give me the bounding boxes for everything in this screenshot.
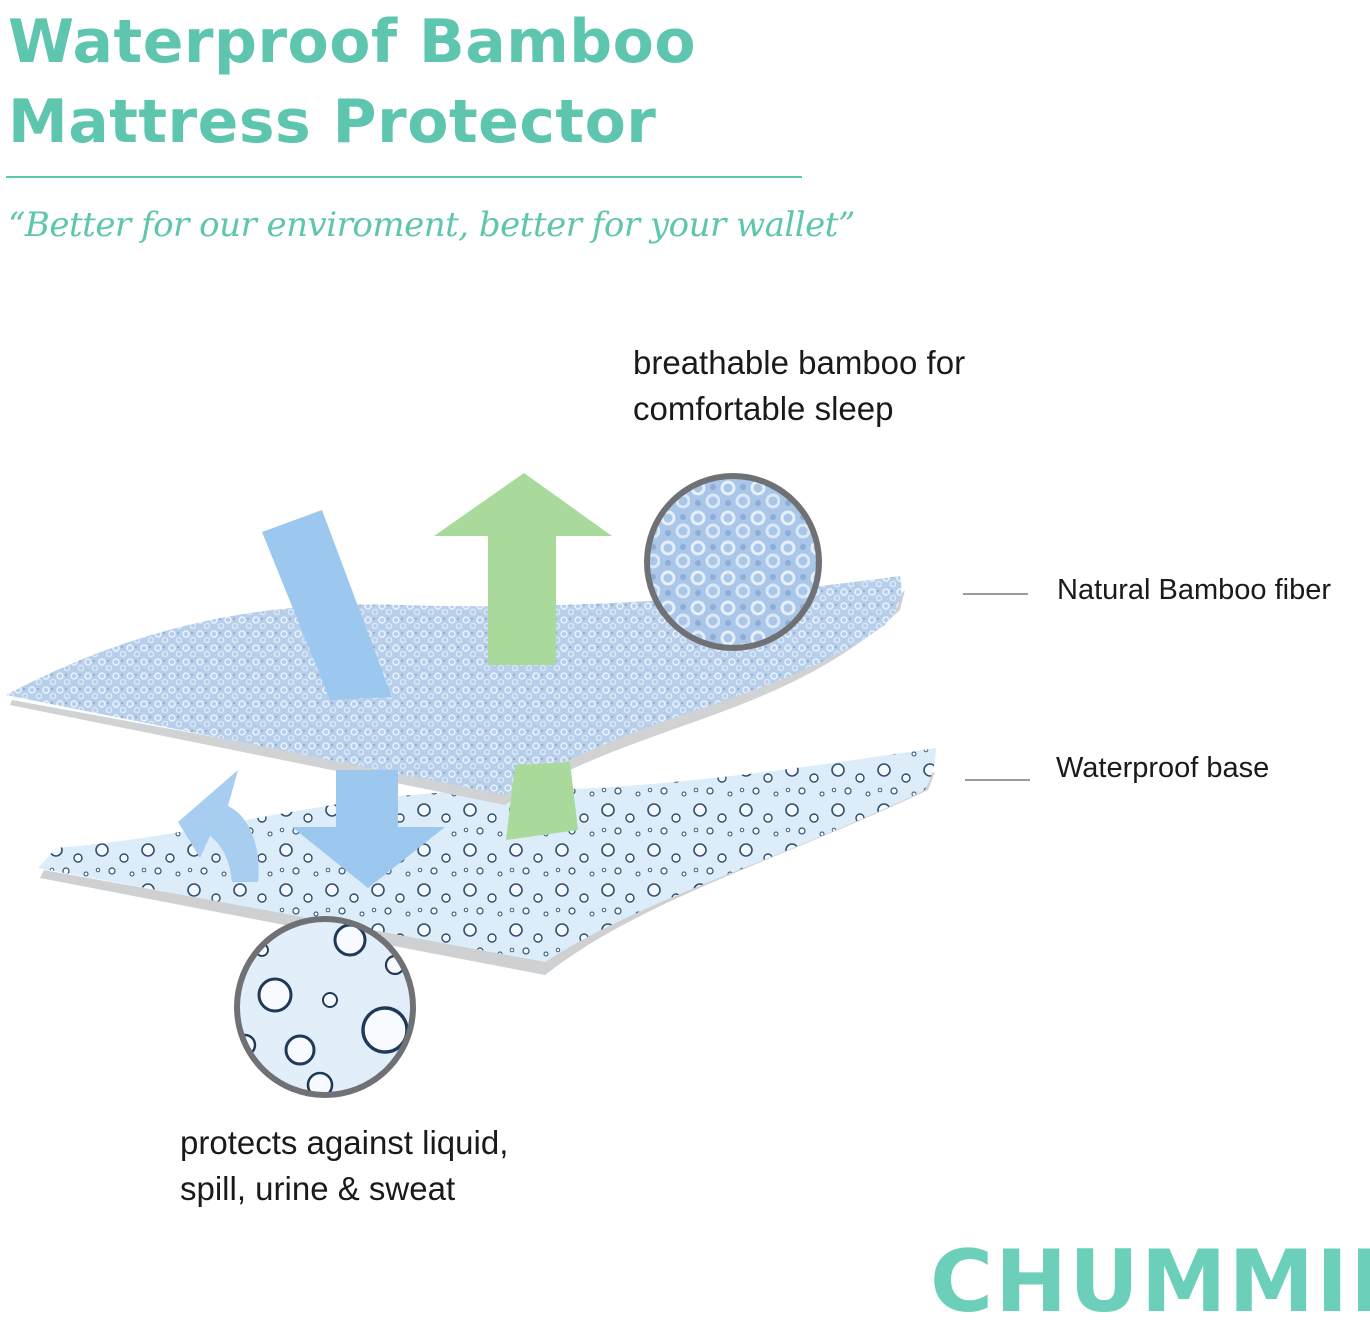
protects-line-1: protects against liquid, bbox=[180, 1124, 509, 1161]
title-divider bbox=[6, 176, 802, 178]
brand-logo: CHUMMIE bbox=[930, 1232, 1370, 1332]
breathable-callout: breathable bamboo for comfortable sleep bbox=[633, 340, 965, 432]
waterproof-base-layer bbox=[38, 748, 936, 975]
protects-callout: protects against liquid, spill, urine & … bbox=[180, 1120, 508, 1212]
droplet-magnifier-icon bbox=[234, 916, 416, 1098]
layer-label-fiber: Natural Bamboo fiber bbox=[1057, 574, 1332, 606]
arrow-down-blue-icon bbox=[262, 510, 445, 888]
breathable-line-2: comfortable sleep bbox=[633, 390, 894, 427]
title-line-1: Waterproof Bamboo bbox=[8, 7, 697, 77]
arrow-up-green-icon bbox=[434, 473, 612, 840]
page-title: Waterproof Bamboo Mattress Protector bbox=[8, 2, 828, 162]
tagline: “Better for our enviroment, better for y… bbox=[8, 205, 855, 245]
arrow-curved-blue-icon bbox=[178, 770, 259, 882]
fabric-magnifier-icon bbox=[644, 473, 822, 651]
layer-label-base: Waterproof base bbox=[1056, 752, 1270, 784]
breathable-line-1: breathable bamboo for bbox=[633, 344, 966, 381]
title-line-2: Mattress Protector bbox=[8, 87, 657, 157]
protects-line-2: spill, urine & sweat bbox=[180, 1170, 456, 1207]
